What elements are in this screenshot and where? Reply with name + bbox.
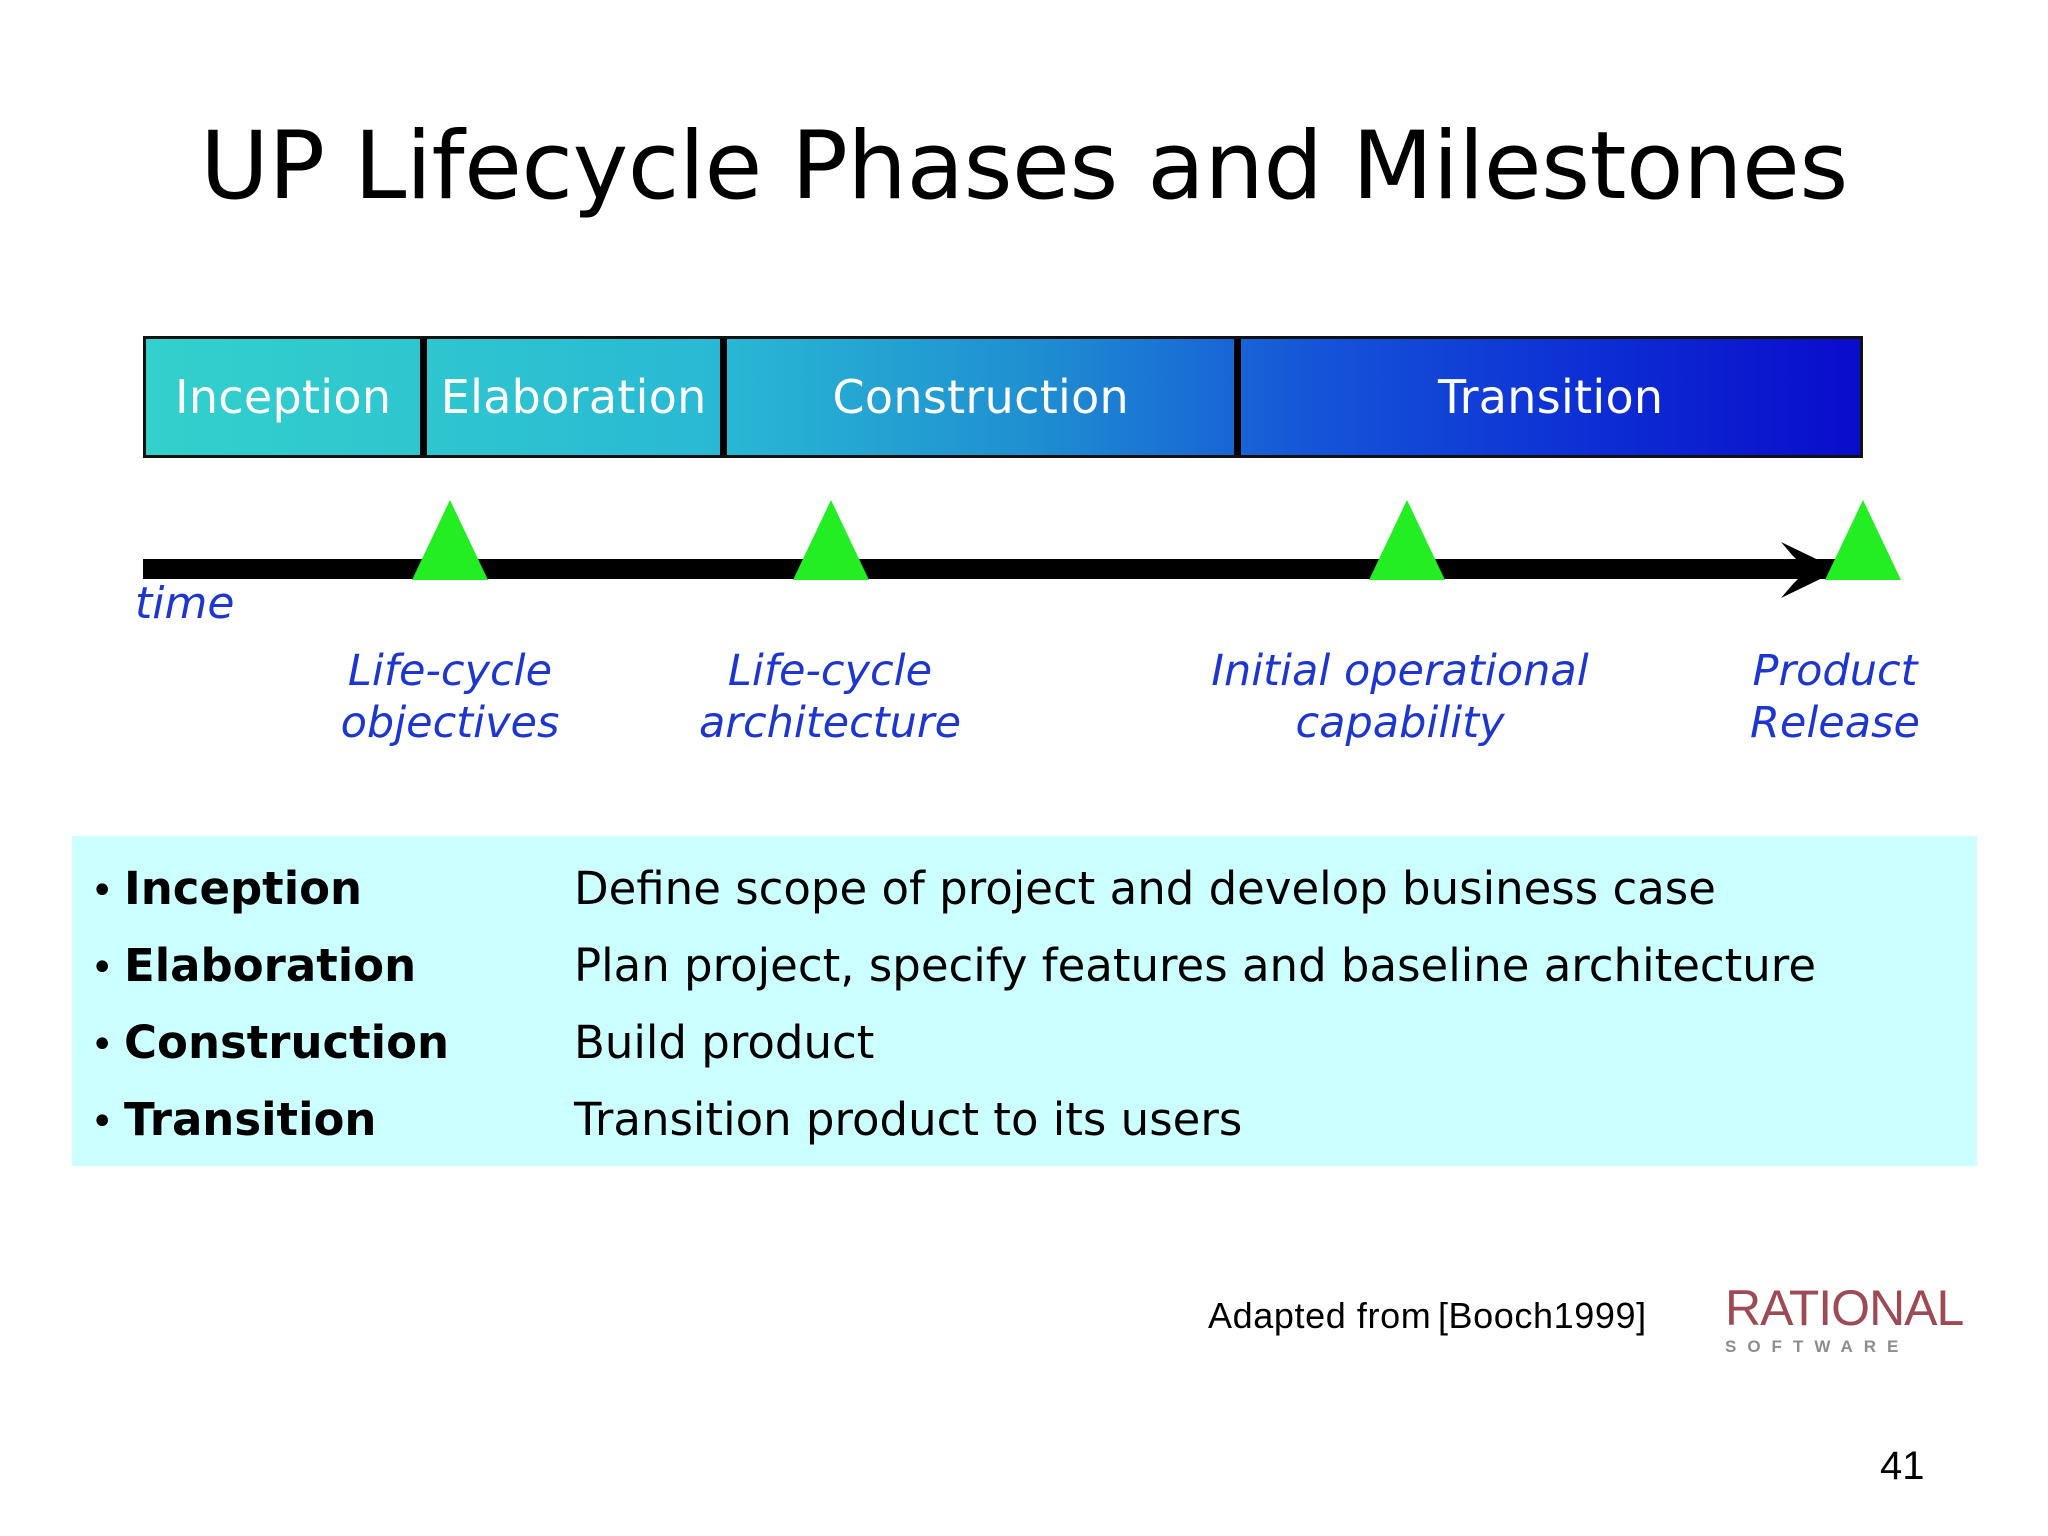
milestone-caption-life-cycle-architecture: Life-cycle architecture bbox=[650, 645, 1010, 750]
attribution-source: [Booch1999] bbox=[1437, 1295, 1647, 1336]
phase-desc-construction: Build product bbox=[574, 1016, 875, 1069]
phase-label-construction: Construction bbox=[832, 370, 1130, 424]
milestone-caption-line1: Product bbox=[1752, 646, 1918, 696]
phase-desc-inception: Define scope of project and develop busi… bbox=[574, 862, 1716, 915]
phase-label-inception: Inception bbox=[174, 370, 392, 424]
phase-term-transition: Transition bbox=[124, 1093, 377, 1146]
milestone-caption-line2: objectives bbox=[340, 698, 560, 749]
bullet-icon: • bbox=[90, 1099, 114, 1145]
phase-label-transition: Transition bbox=[1437, 370, 1664, 424]
phase-term-elaboration: Elaboration bbox=[124, 939, 417, 992]
milestone-marker-life-cycle-architecture[interactable] bbox=[793, 500, 869, 580]
milestone-caption-line2: Release bbox=[1750, 698, 1920, 749]
list-item: • Elaboration Plan project, specify feat… bbox=[72, 939, 1977, 1016]
milestone-caption-line1: Life-cycle bbox=[347, 646, 553, 696]
phase-term-inception: Inception bbox=[124, 862, 363, 915]
bullet-icon: • bbox=[90, 945, 114, 991]
milestone-marker-product-release[interactable] bbox=[1825, 500, 1901, 580]
milestone-caption-line2: architecture bbox=[698, 698, 962, 749]
milestone-marker-initial-operational-capability[interactable] bbox=[1369, 500, 1445, 580]
phase-desc-elaboration: Plan project, specify features and basel… bbox=[574, 939, 1817, 992]
phase-bar: Inception Elaboration Construction Trans… bbox=[143, 336, 1863, 458]
milestone-caption-product-release: Product Release bbox=[1680, 645, 1990, 750]
milestone-caption-life-cycle-objectives: Life-cycle objectives bbox=[270, 645, 630, 750]
timeline-axis-line bbox=[143, 559, 1843, 579]
logo-brand-text: RATIONAL bbox=[1725, 1280, 1964, 1336]
phase-cell-elaboration[interactable]: Elaboration bbox=[420, 339, 720, 455]
page-title: UP Lifecycle Phases and Milestones bbox=[200, 112, 1848, 221]
milestone-caption-line1: Life-cycle bbox=[727, 646, 933, 696]
attribution-prefix: Adapted from bbox=[1208, 1295, 1442, 1336]
milestone-caption-line1: Initial operational bbox=[1211, 646, 1589, 696]
phase-cell-inception[interactable]: Inception bbox=[146, 339, 420, 455]
phase-cell-construction[interactable]: Construction bbox=[720, 339, 1234, 455]
attribution-text: Adapted from [Booch1999] bbox=[1208, 1295, 1647, 1337]
list-item: • Inception Define scope of project and … bbox=[72, 862, 1977, 939]
list-item: • Transition Transition product to its u… bbox=[72, 1093, 1977, 1170]
bullet-icon: • bbox=[90, 1022, 114, 1068]
phase-label-elaboration: Elaboration bbox=[440, 370, 707, 424]
phase-description-panel: • Inception Define scope of project and … bbox=[72, 836, 1977, 1166]
timeline-axis-label: time bbox=[135, 578, 235, 629]
phase-desc-transition: Transition product to its users bbox=[574, 1093, 1243, 1146]
milestone-caption-line2: capability bbox=[1295, 698, 1505, 749]
phase-term-construction: Construction bbox=[124, 1016, 450, 1069]
phase-cell-transition[interactable]: Transition bbox=[1234, 339, 1860, 455]
arrow-head-icon bbox=[1781, 542, 1839, 598]
rational-software-logo: RATIONAL SOFTWARE bbox=[1725, 1280, 1995, 1357]
logo-tagline-text: SOFTWARE bbox=[1725, 1336, 1910, 1356]
milestone-marker-life-cycle-objectives[interactable] bbox=[412, 500, 488, 580]
milestone-caption-initial-operational-capability: Initial operational capability bbox=[1195, 645, 1605, 750]
bullet-icon: • bbox=[90, 868, 114, 914]
page-number: 41 bbox=[1880, 1444, 1925, 1488]
list-item: • Construction Build product bbox=[72, 1016, 1977, 1093]
